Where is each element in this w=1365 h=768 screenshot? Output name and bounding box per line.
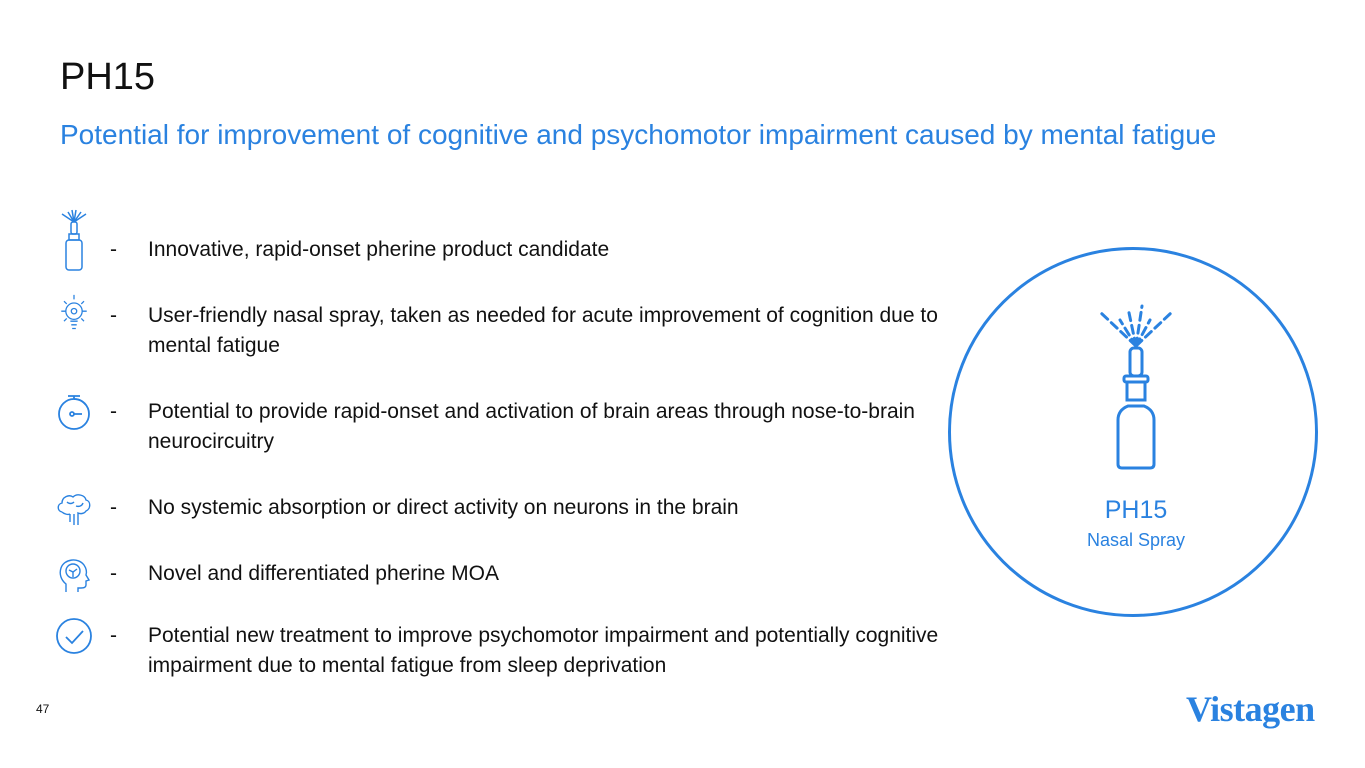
vistagen-logo: Vistagen	[1186, 689, 1315, 729]
bullet-text: Innovative, rapid-onset pherine product …	[148, 238, 610, 261]
bullet-dash: -	[110, 238, 117, 261]
bullet-text: No systemic absorption or direct activit…	[148, 496, 739, 519]
bullet-dash: -	[110, 496, 117, 519]
bullet-dash: -	[110, 400, 117, 423]
nasal-spray-icon	[54, 208, 94, 271]
brain-icon	[54, 488, 94, 528]
product-form: Nasal Spray	[1086, 530, 1186, 550]
checkmark-circle-icon	[54, 616, 94, 656]
product-circle	[948, 247, 1318, 617]
bullet-text: User-friendly nasal spray, taken as need…	[148, 304, 938, 357]
slide-subtitle: Potential for improvement of cognitive a…	[60, 119, 1217, 150]
bullet-text: Novel and differentiated pherine MOA	[148, 562, 499, 585]
product-name: PH15	[1104, 496, 1168, 524]
slide-title: PH15	[60, 56, 156, 98]
page-number: 47	[36, 702, 50, 716]
bullet-dash: -	[110, 562, 117, 585]
lightbulb-gear-icon	[54, 293, 94, 333]
stopwatch-icon	[54, 392, 94, 432]
bullet-dash: -	[110, 624, 117, 647]
bullet-text: Potential to provide rapid-onset and act…	[148, 400, 915, 453]
nasal-spray-icon	[1090, 298, 1180, 478]
head-brain-icon	[54, 554, 94, 594]
bullet-text: Potential new treatment to improve psych…	[148, 624, 939, 677]
bullet-dash: -	[110, 304, 117, 327]
